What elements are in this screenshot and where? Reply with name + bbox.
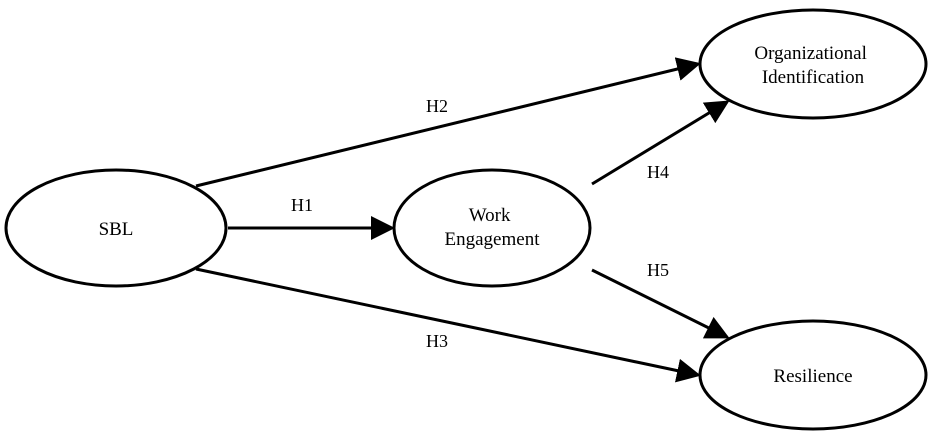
- node-sbl-label-line-1: SBL: [99, 219, 134, 240]
- node-work-engagement-label: Work Engagement: [445, 205, 541, 250]
- node-sbl-shape: [4, 168, 228, 288]
- edge-labels: H2 H1 H3 H4 H5: [291, 96, 669, 351]
- edge-label-h4: H4: [647, 162, 669, 182]
- node-work-engagement-label-line-1: Work: [469, 205, 511, 226]
- edge-label-h5: H5: [647, 260, 669, 280]
- node-work-engagement-shape: [392, 168, 592, 288]
- node-resilience-label-line-1: Resilience: [773, 366, 852, 387]
- node-organizational-identification-label-line-2: Identification: [762, 67, 865, 88]
- edge-label-h1: H1: [291, 195, 313, 215]
- edge-h3: [195, 267, 701, 383]
- node-resilience-label: Resilience: [773, 366, 852, 387]
- edge-label-h2: H2: [426, 96, 448, 116]
- node-organizational-identification-shape: [698, 8, 928, 120]
- node-organizational-identification: Organizational Identification: [698, 8, 928, 120]
- node-sbl-label: SBL: [99, 219, 134, 240]
- node-organizational-identification-label-line-1: Organizational: [754, 43, 867, 64]
- node-work-engagement-label-line-2: Engagement: [445, 229, 541, 250]
- node-resilience: Resilience: [698, 319, 928, 431]
- edge-h2: [195, 57, 701, 188]
- node-work-engagement: Work Engagement: [392, 168, 592, 288]
- edges: [195, 57, 730, 383]
- node-sbl: SBL: [4, 168, 228, 288]
- edge-h5: [591, 268, 730, 339]
- node-resilience-shape: [698, 319, 928, 431]
- edge-h4: [591, 100, 730, 186]
- node-organizational-identification-label: Organizational Identification: [754, 43, 871, 88]
- edge-label-h3: H3: [426, 331, 448, 351]
